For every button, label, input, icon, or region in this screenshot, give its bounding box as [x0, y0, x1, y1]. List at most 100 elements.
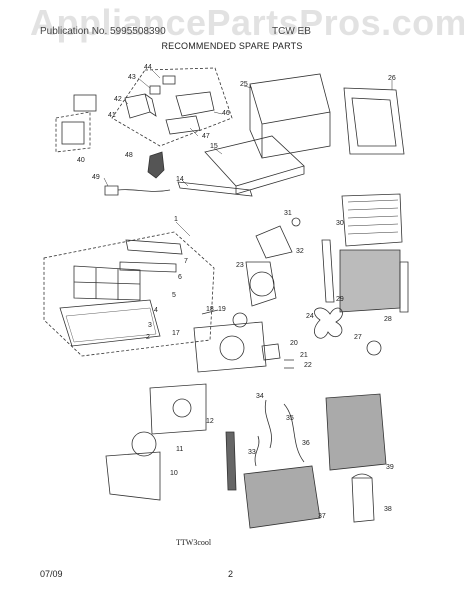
callout-48: 48: [125, 152, 133, 159]
part-47: [165, 115, 201, 135]
callout-17: 17: [172, 330, 180, 337]
callout-14: 14: [176, 176, 184, 183]
footer-page-number: 2: [228, 569, 234, 579]
part-31: [291, 217, 301, 227]
part-7: [125, 239, 183, 255]
publication-number: Publication No. 5995508390: [40, 26, 166, 37]
model-code: TCW EB: [272, 26, 311, 37]
callout-3: 3: [148, 322, 152, 329]
part-17: [193, 321, 267, 373]
callout-24: 24: [306, 313, 314, 320]
callout-30: 30: [336, 220, 344, 227]
part-49: [104, 185, 171, 196]
part-26: [343, 87, 405, 155]
callout-5: 5: [172, 292, 176, 299]
callout-32: 32: [296, 248, 304, 255]
callout-41: 41: [108, 112, 116, 119]
part-44: [162, 75, 176, 85]
part-37: [243, 465, 321, 529]
part-18: [201, 309, 219, 315]
part-21-22: [284, 359, 294, 369]
callout-44: 44: [144, 64, 152, 71]
part-25: [249, 73, 331, 159]
part-48: [147, 151, 165, 179]
part-14: [177, 181, 253, 197]
part-28: [339, 249, 401, 313]
part-29b: [399, 261, 409, 313]
part-8: [59, 299, 161, 347]
part-29: [321, 239, 335, 303]
callout-43: 43: [128, 74, 136, 81]
callout-7: 7: [184, 258, 188, 265]
callout-21: 21: [300, 352, 308, 359]
part-12-hole: [172, 398, 192, 418]
part-30-slats: [347, 199, 399, 235]
part-40: [55, 111, 91, 153]
part-38: [351, 473, 375, 523]
callout-35: 35: [286, 415, 294, 422]
part-33: [225, 431, 237, 491]
front-group-outline: [43, 231, 215, 357]
part-23-wheel: [249, 271, 275, 297]
callout-36: 36: [302, 440, 310, 447]
part-43: [149, 85, 161, 95]
callout-2: 2: [146, 334, 150, 341]
part-30: [341, 193, 403, 247]
part-10: [105, 451, 161, 501]
callout-38: 38: [384, 506, 392, 513]
callout-18: 18: [206, 306, 214, 313]
part-32: [255, 225, 293, 259]
part-17-motor: [219, 335, 245, 361]
callout-42: 42: [114, 96, 122, 103]
watermark-text: AppliancePartsPros.com: [30, 2, 464, 43]
diagram-code: TTW3cool: [176, 538, 212, 547]
part-46: [175, 91, 215, 117]
callout-27: 27: [354, 334, 362, 341]
callout-28: 28: [384, 316, 392, 323]
callout-46: 46: [222, 110, 230, 117]
part-5: [73, 265, 141, 301]
callout-31: 31: [284, 210, 292, 217]
part-23: [245, 261, 277, 307]
callout-22: 22: [304, 362, 312, 369]
callout-34: 34: [256, 393, 264, 400]
part-42: [124, 93, 157, 119]
part-12: [149, 383, 207, 435]
callout-26: 26: [388, 75, 396, 82]
part-27: [366, 340, 382, 356]
part-11: [131, 431, 157, 457]
part-8-front: [65, 307, 157, 343]
callout-15: 15: [210, 143, 218, 150]
callout-49: 49: [92, 174, 100, 181]
callout-23: 23: [236, 262, 244, 269]
callout-19: 19: [218, 306, 226, 313]
callout-12: 12: [206, 418, 214, 425]
callout-39: 39: [386, 464, 394, 471]
callout-47: 47: [202, 133, 210, 140]
page-title: RECOMMENDED SPARE PARTS: [161, 41, 303, 51]
part-24: [314, 307, 343, 339]
part-15: [204, 135, 305, 195]
callout-10: 10: [170, 470, 178, 477]
part-20: [261, 343, 281, 361]
part-40-panel: [61, 121, 85, 145]
part-34-35-36: [254, 399, 305, 467]
callout-20: 20: [290, 340, 298, 347]
callout-25: 25: [240, 81, 248, 88]
control-group-outline: [111, 67, 233, 147]
part-41: [73, 94, 97, 112]
callout-6: 6: [178, 274, 182, 281]
callout-1: 1: [174, 216, 178, 223]
callout-37: 37: [318, 513, 326, 520]
callout-33: 33: [248, 449, 256, 456]
callout-11: 11: [176, 446, 184, 453]
part-39: [325, 393, 387, 471]
callout-29: 29: [336, 296, 344, 303]
part-6: [119, 261, 177, 273]
callout-40: 40: [77, 157, 85, 164]
leader-lines: [103, 69, 393, 237]
part-19: [232, 312, 248, 328]
callout-4: 4: [154, 307, 158, 314]
footer-date: 07/09: [40, 569, 63, 579]
